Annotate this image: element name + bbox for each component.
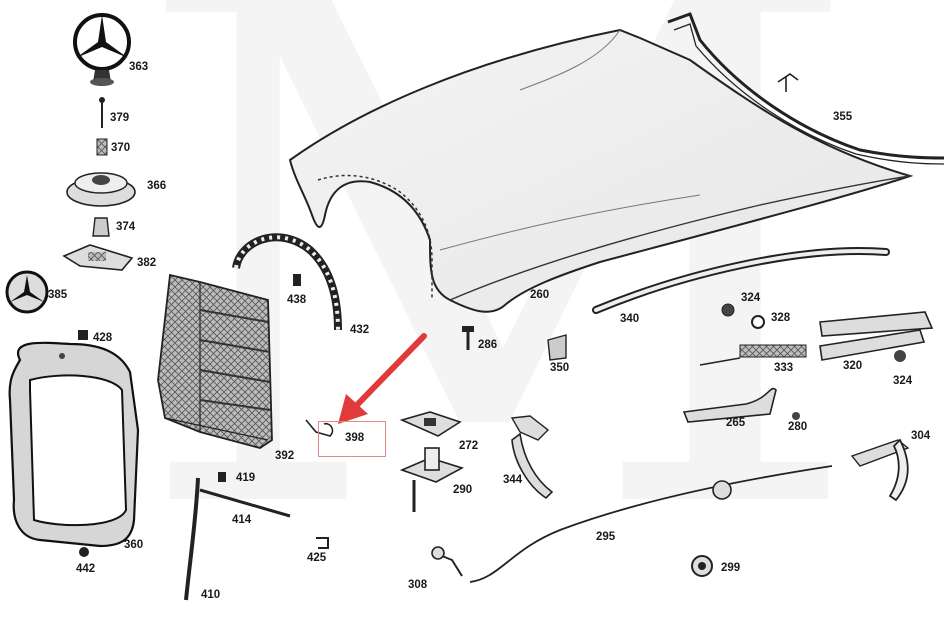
clip-398 xyxy=(305,419,334,437)
hinge-320 xyxy=(819,311,934,361)
part-label: 328 xyxy=(771,312,791,324)
part-label: 308 xyxy=(408,579,428,591)
part-label: 425 xyxy=(307,552,327,564)
hood-part-260 xyxy=(288,28,914,313)
cable-295 xyxy=(469,465,833,583)
part-label: 304 xyxy=(911,430,931,442)
grille-insert-392 xyxy=(157,273,273,449)
highlight-box xyxy=(318,421,386,457)
part-label: 272 xyxy=(459,440,479,452)
part-label: 324 xyxy=(893,375,913,387)
part-label: 428 xyxy=(93,332,113,344)
part-label: 360 xyxy=(124,539,144,551)
emblem-base-366 xyxy=(66,172,136,207)
release-handle-304 xyxy=(850,438,910,502)
part-label: 366 xyxy=(147,180,167,192)
trim-432 xyxy=(232,233,342,331)
part-label: 382 xyxy=(137,257,157,269)
part-label: 295 xyxy=(596,531,616,543)
part-label: 414 xyxy=(232,514,252,526)
part-label: 392 xyxy=(275,450,295,462)
part-label: 410 xyxy=(201,589,221,601)
part-label: 432 xyxy=(350,324,370,336)
hood-lock-290 xyxy=(399,447,465,512)
part-label: 299 xyxy=(721,562,741,574)
part-label: 442 xyxy=(76,563,96,575)
part-label: 355 xyxy=(833,111,853,123)
part-label: 398 xyxy=(345,432,365,444)
part-label: 280 xyxy=(788,421,808,433)
part-label: 260 xyxy=(530,289,550,301)
part-label: 374 xyxy=(116,221,136,233)
latch-344 xyxy=(510,415,554,500)
part-label: 385 xyxy=(48,289,68,301)
part-label: 370 xyxy=(111,142,131,154)
part-label: 419 xyxy=(236,472,256,484)
part-label: 324 xyxy=(741,292,761,304)
part-label: 438 xyxy=(287,294,307,306)
grille-shell-360 xyxy=(8,341,140,548)
part-label: 320 xyxy=(843,360,863,372)
part-label: 265 xyxy=(726,417,746,429)
part-label: 286 xyxy=(478,339,498,351)
part-label: 333 xyxy=(774,362,794,374)
part-label: 363 xyxy=(129,61,149,73)
seal-strip-355 xyxy=(667,12,945,160)
part-label: 290 xyxy=(453,484,473,496)
part-label: 379 xyxy=(110,112,130,124)
part-label: 344 xyxy=(503,474,523,486)
part-label: 350 xyxy=(550,362,570,374)
callout-arrow xyxy=(338,333,427,424)
lever-265 xyxy=(682,387,777,423)
strip-410 xyxy=(184,477,200,601)
part-label: 340 xyxy=(620,313,640,325)
star-badge-385 xyxy=(5,270,49,314)
star-emblem-363 xyxy=(73,13,131,86)
